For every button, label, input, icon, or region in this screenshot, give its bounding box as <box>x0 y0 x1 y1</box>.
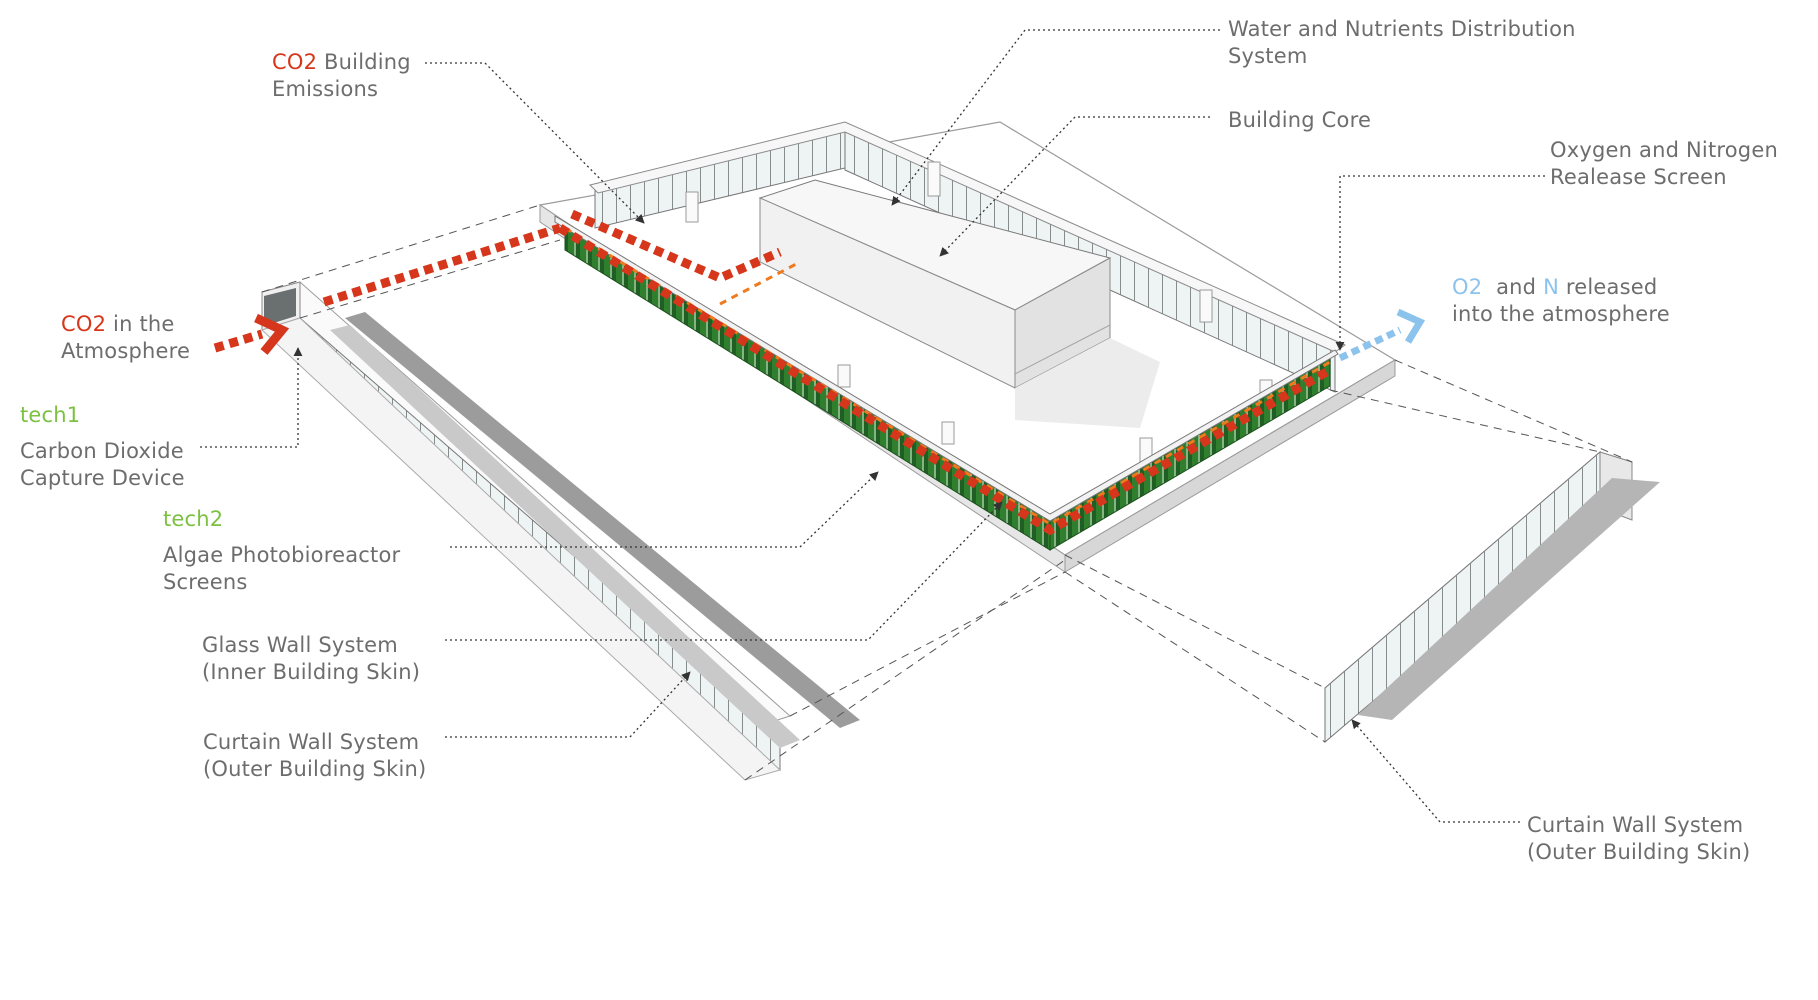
label-tech1: tech1 Carbon Dioxide Capture Device <box>20 402 185 492</box>
label-oxygen-nitrogen-screen: Oxygen and Nitrogen Realease Screen <box>1550 137 1778 191</box>
label-building-core: Building Core <box>1228 107 1371 134</box>
label-tech2: tech2 Algae Photobioreactor Screens <box>163 506 400 596</box>
label-co2-atmosphere: CO2 in the Atmosphere <box>61 311 190 365</box>
label-curtain-wall-left: Curtain Wall System (Outer Building Skin… <box>203 729 426 783</box>
label-curtain-wall-right: Curtain Wall System (Outer Building Skin… <box>1527 812 1750 866</box>
tech2-tag: tech2 <box>163 506 400 533</box>
label-glass-wall: Glass Wall System (Inner Building Skin) <box>202 632 420 686</box>
co2-text: CO2 <box>272 50 317 74</box>
co2-text: CO2 <box>61 312 106 336</box>
n-text: N <box>1543 275 1559 299</box>
tech1-tag: tech1 <box>20 402 185 429</box>
label-water-nutrients: Water and Nutrients Distribution System <box>1228 16 1576 70</box>
label-co2-building-emissions: CO2 Building Emissions <box>272 49 411 103</box>
o2-text: O2 <box>1452 275 1482 299</box>
right-curtain-wall <box>1325 452 1660 742</box>
label-o2-n-released: O2 and N released into the atmosphere <box>1452 274 1670 328</box>
